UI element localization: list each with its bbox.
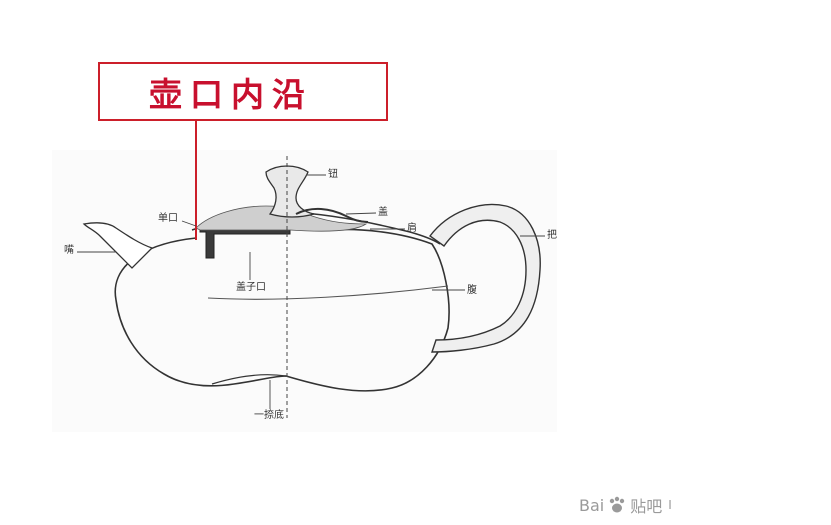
label-handle: 把 <box>547 230 557 241</box>
lid-top-texture <box>195 205 368 232</box>
label-leaders <box>77 174 545 409</box>
label-spout: 嘴 <box>64 245 74 256</box>
baidu-tieba-watermark: Bai 贴吧 I <box>579 495 672 517</box>
paw-logo-icon <box>610 496 625 513</box>
label-lid: 盖 <box>378 207 388 218</box>
watermark-text-b: 贴吧 <box>630 497 663 516</box>
teapot-body-outline <box>114 228 450 392</box>
watermark-text-c: I <box>668 498 672 512</box>
label-shoulder: 肩 <box>407 223 417 234</box>
label-lid-mouth: 盖子口 <box>236 282 266 293</box>
label-base: 一捺底 <box>254 410 284 421</box>
spout-shape <box>82 222 154 269</box>
sketch-background <box>52 150 557 432</box>
belly-seam-line <box>207 285 449 300</box>
knob-branch <box>295 208 369 223</box>
callout-box: 壶口内沿 <box>98 62 388 121</box>
label-knob: 钮 <box>328 169 338 180</box>
label-lip: 单口 <box>158 213 178 224</box>
teapot-bottom-curve <box>211 374 287 385</box>
callout-title: 壶口内沿 <box>149 74 313 114</box>
handle-shape <box>429 203 541 353</box>
knob-shape <box>265 165 315 218</box>
label-belly: 腹 <box>467 285 477 296</box>
watermark-text-a: Bai <box>579 495 605 515</box>
